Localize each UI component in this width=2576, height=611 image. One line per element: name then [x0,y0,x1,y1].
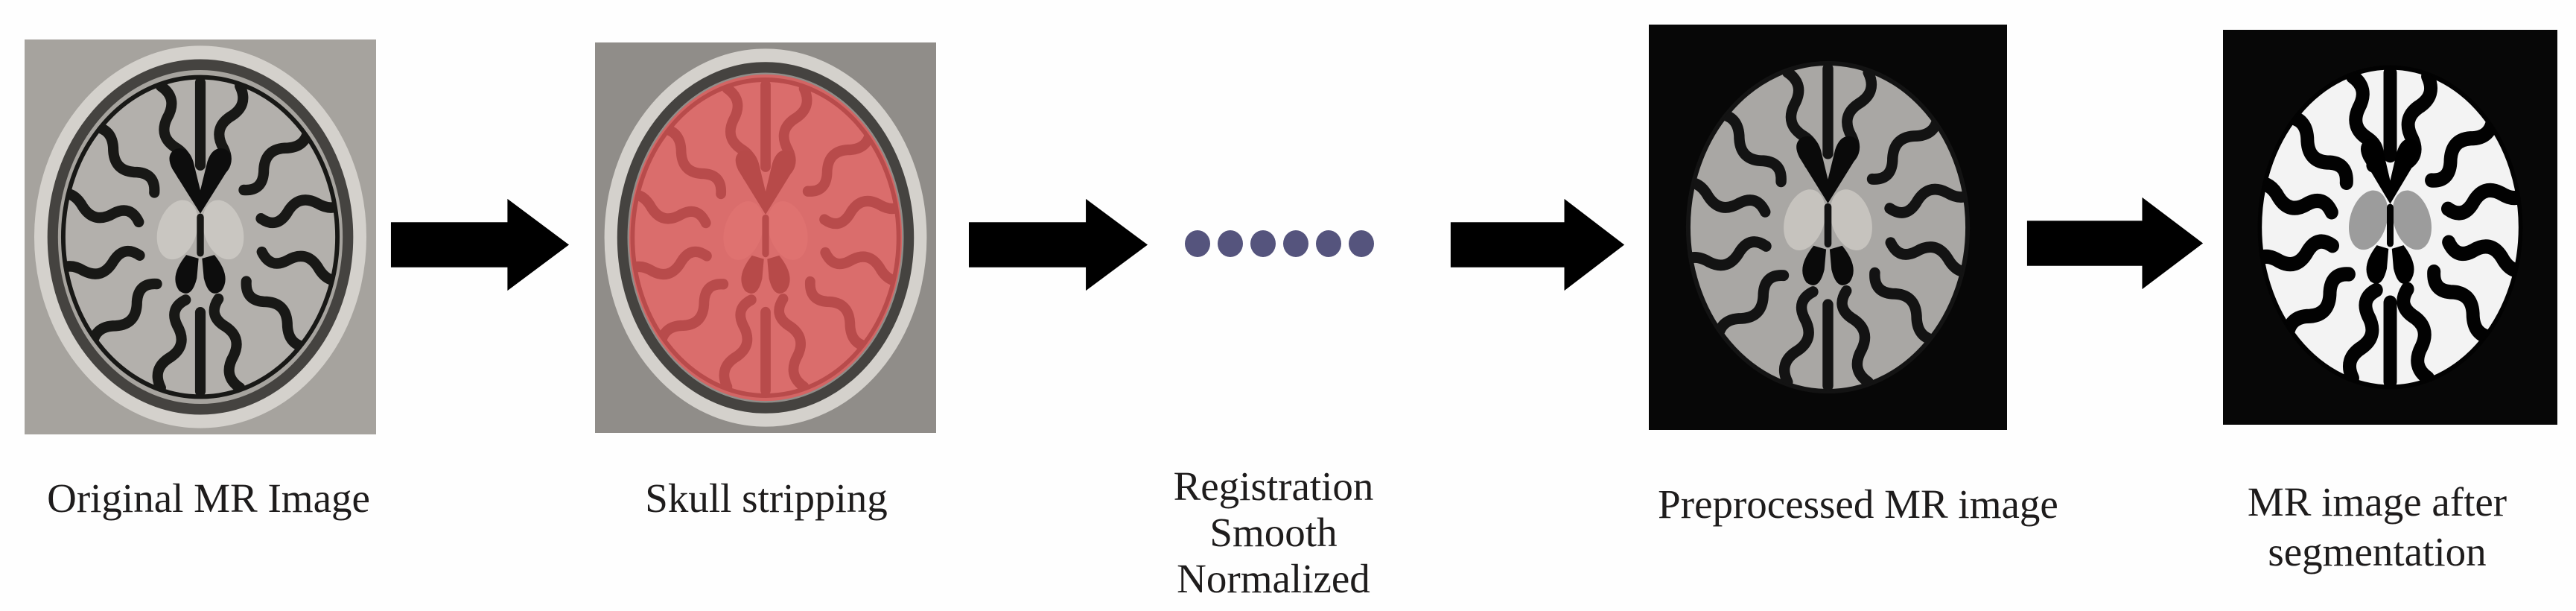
flow-arrow-4 [2025,194,2206,292]
step-label-preprocessed: Preprocessed MR image [1658,481,2058,527]
dot [1349,230,1374,257]
right-arrow-icon [968,198,1148,291]
brain-mask-overlay [629,74,903,402]
label-line: segmentation [2268,529,2487,574]
label-line: Smooth [1209,510,1338,555]
ellipsis-dots [1180,227,1378,260]
axial-brain-mri-preprocessed-image [1649,25,2007,430]
dot [1250,230,1276,257]
original-mr-panel [25,39,376,434]
dot [1316,230,1341,257]
label-line: Normalized [1177,556,1370,601]
right-arrow-icon [2026,197,2204,290]
axial-brain-mri-segmented-image [2223,30,2557,425]
right-arrow-icon [1450,198,1625,291]
dot [1218,230,1243,257]
axial-brain-mri-red-mask-image [595,42,936,433]
dotted-line-icon [1185,230,1374,257]
label-line: MR image after [2247,479,2507,525]
label-line: Registration [1173,463,1374,509]
preprocessed-mr-panel [1649,25,2007,430]
dot [1283,230,1308,257]
axial-brain-mri-image [25,39,376,434]
step-label-registration: Registration Smooth Normalized [1174,463,1374,602]
step-label-skull-stripping: Skull stripping [645,475,888,521]
flow-arrow-3 [1448,196,1627,294]
step-label-original: Original MR Image [47,475,370,521]
dot [1185,230,1210,257]
flow-arrow-1 [389,196,572,294]
flow-arrow-2 [967,196,1151,294]
skull-stripping-panel [595,42,936,433]
segmented-mr-panel [2223,30,2557,425]
step-label-segmented: MR image after segmentation [2248,477,2507,577]
right-arrow-icon [390,198,570,291]
